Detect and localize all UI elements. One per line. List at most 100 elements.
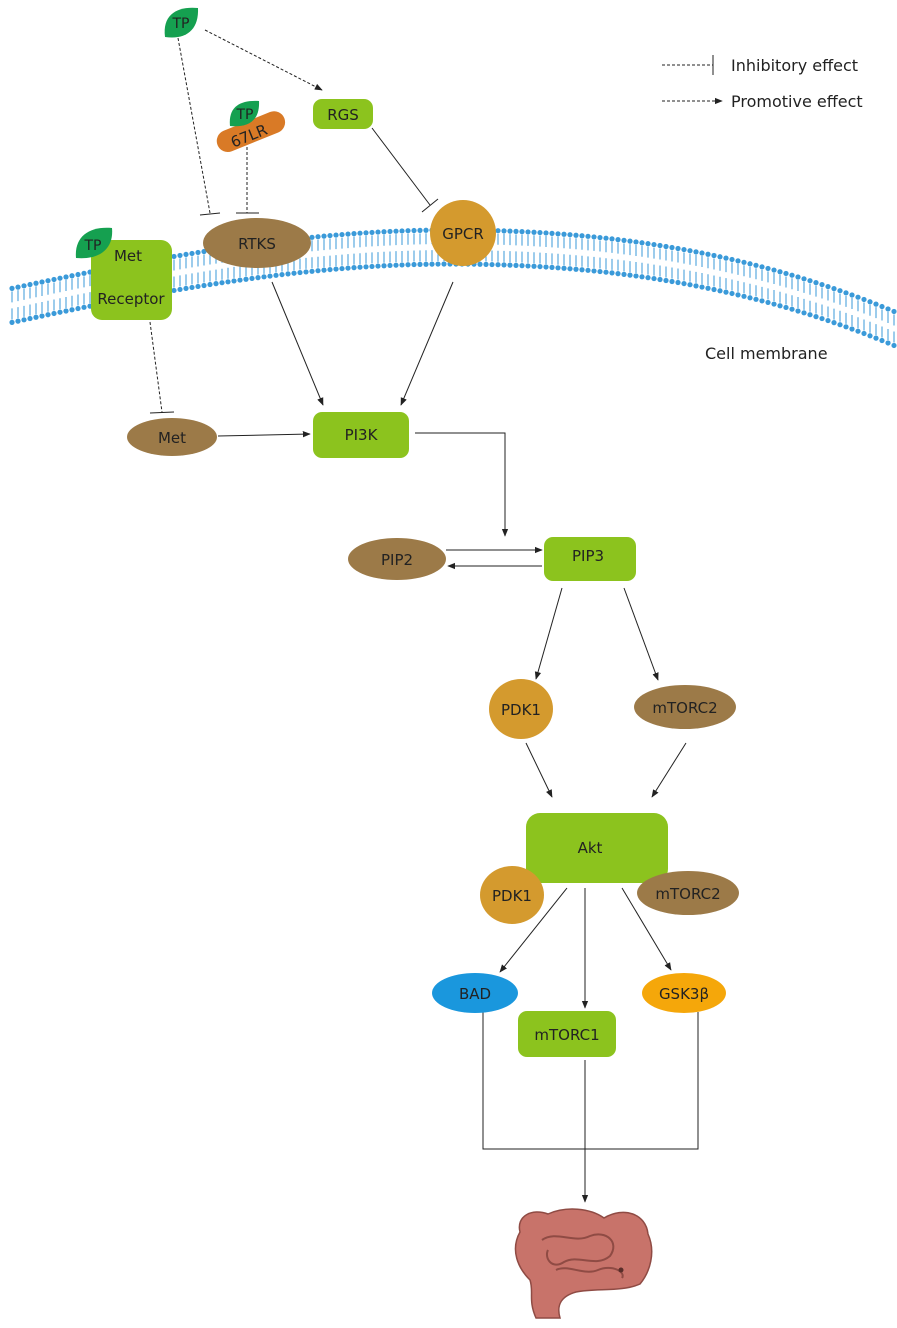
pip3-to-pdk1-arrow bbox=[534, 587, 563, 680]
membrane-lipid-head bbox=[729, 256, 735, 263]
membrane-lipid-head bbox=[423, 261, 429, 267]
membrane-lipid-head bbox=[849, 292, 855, 298]
membrane-lipid-head bbox=[513, 262, 519, 268]
membrane-lipid-head bbox=[795, 308, 801, 314]
membrane-lipid-head bbox=[75, 271, 81, 278]
membrane-lipid-head bbox=[693, 283, 699, 289]
membrane-lipid-head bbox=[585, 267, 591, 273]
membrane-lipid-head bbox=[477, 261, 483, 267]
membrane-lipid-head bbox=[609, 270, 615, 276]
membrane-lipid-head bbox=[579, 233, 585, 239]
membrane-lipid-head bbox=[177, 252, 183, 259]
membrane-lipid-head bbox=[603, 269, 609, 275]
membrane-lipid-head bbox=[843, 290, 849, 296]
membrane-lipid-head bbox=[381, 263, 387, 269]
membrane-lipid-head bbox=[375, 229, 381, 235]
membrane-lipid-head bbox=[825, 283, 831, 290]
membrane-lipid-head bbox=[879, 337, 885, 344]
bad-gsk3b-bracket bbox=[482, 1010, 699, 1150]
membrane-lipid-head bbox=[21, 283, 27, 289]
membrane-lipid-head bbox=[195, 283, 201, 290]
membrane-lipid-head bbox=[303, 269, 309, 275]
membrane-lipid-head bbox=[681, 280, 687, 287]
membrane-lipid-head bbox=[207, 281, 213, 288]
membrane-lipid-head bbox=[549, 230, 555, 236]
membrane-lipid-head bbox=[891, 342, 897, 349]
pip2-label: PIP2 bbox=[381, 551, 413, 569]
membrane-lipid-head bbox=[399, 228, 405, 234]
membrane-lipid-head bbox=[819, 315, 825, 322]
membrane-lipid-head bbox=[549, 264, 555, 270]
membrane-lipid-head bbox=[867, 299, 873, 305]
membrane-lipid-head bbox=[609, 236, 615, 242]
membrane-lipid-head bbox=[735, 292, 741, 298]
membrane-lipid-head bbox=[879, 303, 885, 310]
mtorc2-to-akt-arrow bbox=[651, 742, 687, 798]
rtks-to-pi3k-arrow bbox=[271, 281, 324, 406]
membrane-lipid-head bbox=[597, 268, 603, 275]
met-receptor-label-line1: Met bbox=[114, 247, 142, 265]
membrane-lipid-head bbox=[783, 304, 789, 311]
membrane-lipid-head bbox=[363, 230, 369, 236]
membrane-lipid-head bbox=[387, 262, 393, 269]
membrane-lipid-head bbox=[51, 276, 57, 283]
membrane-lipid-head bbox=[219, 280, 225, 286]
membrane-lipid-head bbox=[639, 274, 645, 280]
membrane-lipid-head bbox=[339, 265, 345, 272]
membrane-lipid-head bbox=[507, 228, 513, 234]
membrane-lipid-head bbox=[699, 284, 705, 290]
membrane-lipid-head bbox=[321, 267, 327, 273]
membrane-lipid-head bbox=[807, 312, 813, 318]
membrane-lipid-head bbox=[501, 228, 507, 234]
membrane-lipid-head bbox=[675, 279, 681, 286]
membrane-lipid-head bbox=[39, 313, 45, 319]
membrane-lipid-head bbox=[315, 234, 321, 240]
membrane-lipid-head bbox=[543, 264, 549, 270]
membrane-lipid-head bbox=[435, 261, 441, 267]
met-receptor-inhibits-met-bar bbox=[149, 411, 175, 414]
membrane-lipid-head bbox=[333, 266, 339, 272]
membrane-lipid-head bbox=[369, 263, 375, 270]
tp-inhibits-rtks bbox=[177, 37, 211, 214]
membrane-lipid-head bbox=[537, 263, 543, 270]
membrane-lipid-head bbox=[171, 253, 177, 260]
leaf-icon bbox=[229, 100, 260, 127]
membrane-lipid-head bbox=[789, 306, 795, 312]
membrane-lipid-head bbox=[525, 263, 531, 269]
met-node: Met bbox=[127, 418, 217, 456]
membrane-lipid-head bbox=[351, 265, 357, 271]
membrane-lipid-head bbox=[747, 261, 753, 267]
membrane-lipid-head bbox=[651, 241, 657, 248]
membrane-lipid-head bbox=[873, 301, 879, 307]
membrane-lipid-head bbox=[63, 274, 69, 280]
tp-leaf-67lr: TP bbox=[229, 100, 260, 127]
membrane-lipid-head bbox=[417, 261, 423, 267]
membrane-lipid-head bbox=[615, 237, 621, 243]
membrane-lipid-head bbox=[723, 255, 729, 261]
pi3k-label: PI3K bbox=[345, 426, 379, 444]
membrane-lipid-head bbox=[795, 274, 801, 280]
membrane-lipid-head bbox=[81, 270, 87, 276]
membrane-lipid-head bbox=[627, 238, 633, 244]
membrane-lipid-head bbox=[15, 284, 21, 290]
membrane-lipid-head bbox=[261, 274, 267, 280]
membrane-lipid-head bbox=[705, 251, 711, 257]
rtks-label: RTKS bbox=[238, 235, 276, 253]
membrane-lipid-head bbox=[405, 262, 411, 268]
membrane-lipid-head bbox=[837, 288, 843, 294]
membrane-lipid-head bbox=[765, 265, 771, 272]
membrane-lipid-head bbox=[507, 262, 513, 268]
membrane-lipid-head bbox=[531, 229, 537, 235]
membrane-lipid-head bbox=[273, 272, 279, 278]
membrane-lipid-head bbox=[297, 269, 303, 276]
membrane-lipid-head bbox=[231, 278, 237, 284]
membrane-lipid-head bbox=[51, 310, 57, 317]
met-receptor-inhibits-met bbox=[149, 321, 163, 413]
tp-met-label: TP bbox=[84, 238, 102, 254]
membrane-lipid-head bbox=[783, 270, 789, 277]
pdk1-label: PDK1 bbox=[501, 701, 541, 719]
membrane-lipid-head bbox=[687, 282, 693, 288]
membrane-lipid-head bbox=[531, 263, 537, 269]
membrane-lipid-head bbox=[861, 296, 867, 303]
membrane-lipid-head bbox=[411, 261, 417, 268]
